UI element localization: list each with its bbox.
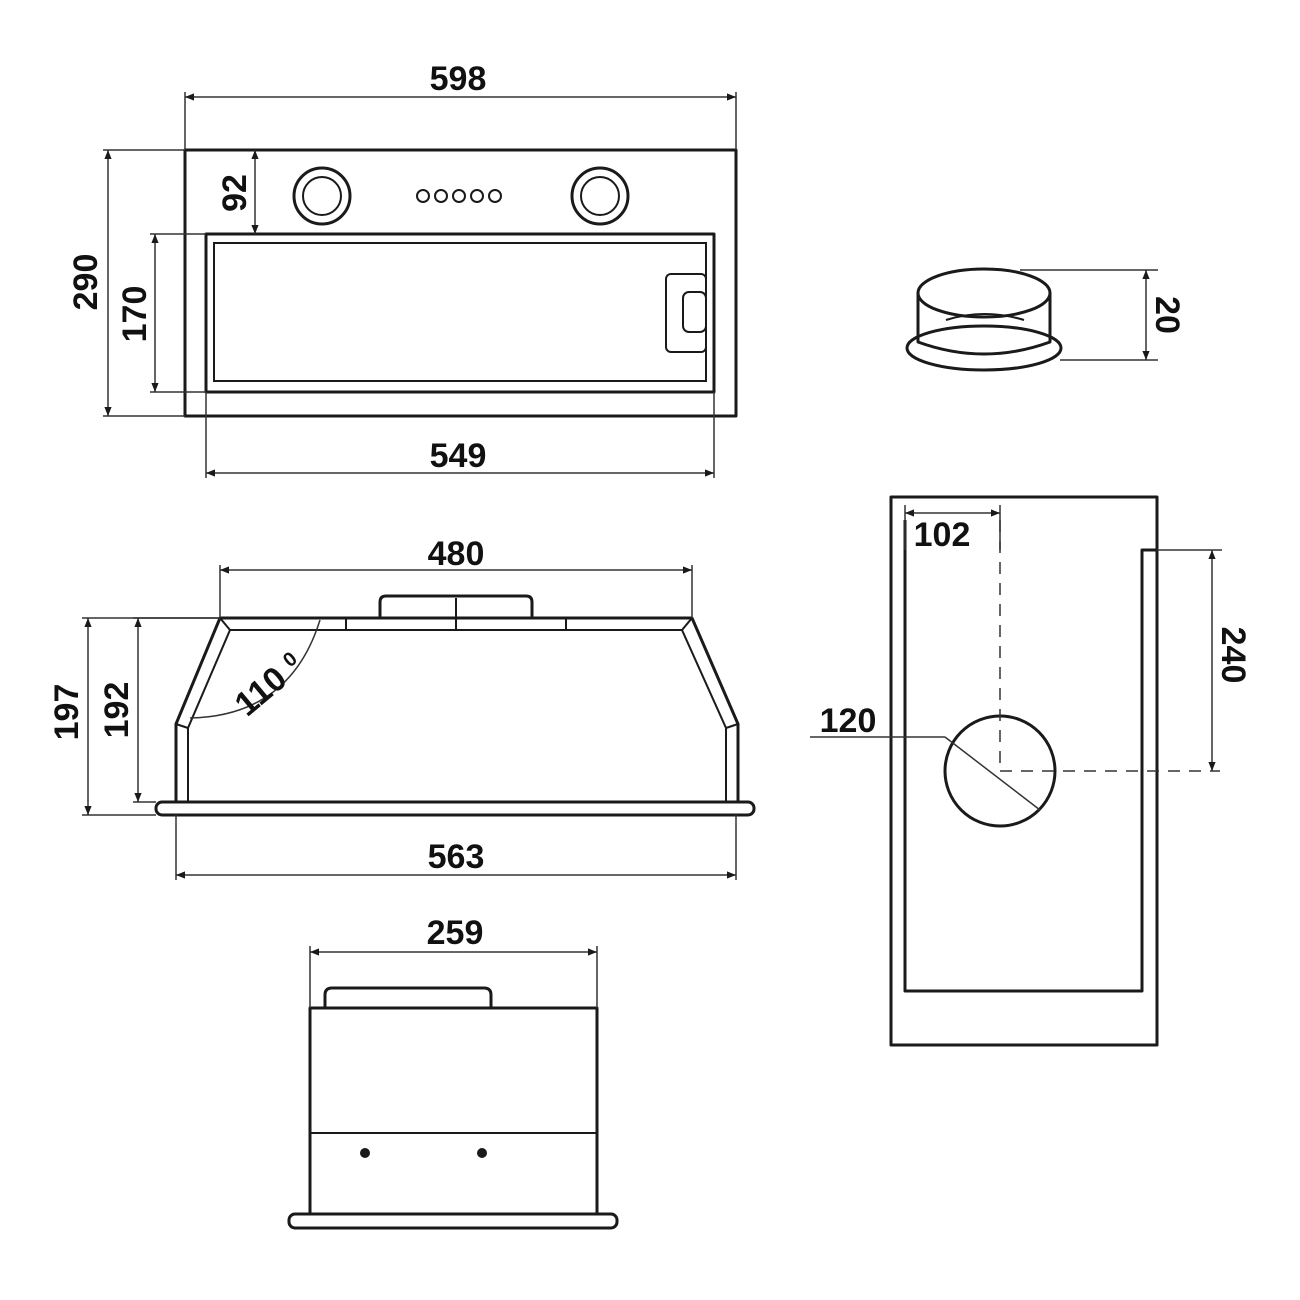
- filter-panel-outer: [204, 232, 716, 394]
- dimension-filter-width: 549: [205, 392, 715, 478]
- profile-view: 110 0 480 197 192 563: [48, 535, 756, 880]
- dimension-duct-diameter-label: 120: [820, 702, 877, 740]
- side-view: 259: [287, 914, 619, 1230]
- control-buttons: [416, 189, 502, 203]
- dimension-front-height: 290: [67, 149, 185, 417]
- dimension-duct-offset-y: 240: [1157, 549, 1252, 771]
- side-body-outline: [308, 1006, 599, 1216]
- dimension-filter-height: 170: [116, 233, 206, 393]
- dimension-inner-height-label: 192: [98, 682, 136, 739]
- profile-inner-outline: [187, 629, 727, 802]
- collar-rim: [916, 267, 1052, 319]
- dimension-collar-height-label: 20: [1148, 296, 1186, 334]
- dimension-top-width: 480: [219, 535, 693, 618]
- dimension-filter-width-label: 549: [430, 437, 487, 475]
- profile-outlet-collar: [378, 594, 534, 618]
- side-base-plate: [287, 1212, 619, 1230]
- dimension-duct-offset-y-label: 240: [1214, 627, 1252, 684]
- side-outlet-collar: [323, 986, 493, 1008]
- collar-flange: [905, 324, 1063, 372]
- dimension-control-depth-label: 92: [216, 174, 254, 212]
- profile-base-plate: [154, 800, 756, 817]
- front-view: 598 290 92 170 549: [67, 60, 738, 478]
- dimension-front-width: 598: [184, 60, 737, 150]
- top-inner-outline: [903, 520, 1157, 993]
- right-fan-ring: [570, 166, 630, 226]
- dimension-front-height-label: 290: [67, 254, 105, 311]
- dimension-bottom-width: 563: [175, 815, 737, 880]
- dimension-side-width-label: 259: [427, 914, 484, 952]
- angle-degree-label: 0: [279, 648, 302, 672]
- duct-collar-view: 20: [905, 267, 1186, 372]
- dimension-bottom-width-label: 563: [428, 838, 485, 876]
- filter-handle: [665, 273, 707, 353]
- dimension-duct-diameter: 120: [810, 702, 1041, 811]
- dimension-filter-height-label: 170: [116, 286, 154, 343]
- dimension-control-depth: 92: [216, 150, 259, 234]
- angle-arc: [189, 619, 321, 719]
- dimension-side-width: 259: [309, 914, 598, 1008]
- side-screw-left: [360, 1148, 370, 1158]
- angle-label: 110: [228, 659, 294, 723]
- filter-panel-inner: [213, 242, 707, 382]
- dimension-front-width-label: 598: [430, 60, 487, 98]
- dimension-top-width-label: 480: [428, 535, 485, 573]
- left-fan-ring: [292, 166, 352, 226]
- front-body-outline: [183, 148, 738, 418]
- side-screw-right: [477, 1148, 487, 1158]
- top-view: 102 240 120: [810, 495, 1252, 1047]
- dimension-collar-height: 20: [1020, 269, 1186, 361]
- dimension-duct-offset-x-label: 102: [914, 516, 971, 554]
- dimension-duct-offset-x: 102: [904, 505, 1001, 554]
- collar-body: [916, 293, 1052, 356]
- dimension-inner-height: 192: [98, 617, 220, 803]
- dimension-outer-height-label: 197: [48, 684, 86, 741]
